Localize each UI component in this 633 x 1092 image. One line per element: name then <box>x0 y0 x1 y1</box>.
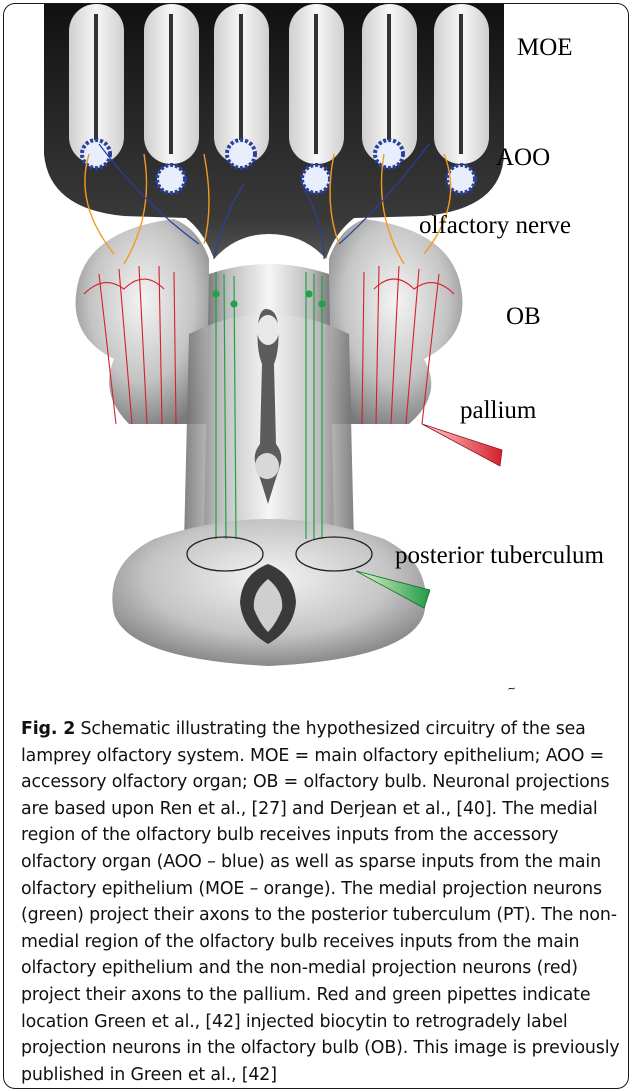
label-aoo: AOO <box>496 145 550 170</box>
label-posterior-tuberculum: posterior tuberculum <box>395 543 604 568</box>
figure-caption-text: Schematic illustrating the hypothesized … <box>21 719 620 1085</box>
artist-signature: ~ <box>506 682 517 696</box>
red-pipette <box>422 424 502 466</box>
figure-frame: MOE AOO olfactory nerve OB pallium poste… <box>3 3 629 1089</box>
label-pallium: pallium <box>460 398 536 423</box>
aoo-follicle <box>157 165 185 193</box>
aoo-follicle <box>227 140 255 168</box>
figure-caption: Fig. 2 Schematic illustrating the hypoth… <box>21 716 621 1088</box>
label-moe: MOE <box>517 35 573 60</box>
aoo-follicle <box>375 140 403 168</box>
label-ob: OB <box>506 304 541 329</box>
olfactory-schematic: MOE AOO olfactory nerve OB pallium poste… <box>4 4 628 700</box>
label-olfactory-nerve: olfactory nerve <box>419 213 571 238</box>
aoo-follicle <box>302 165 330 193</box>
figure-caption-label: Fig. 2 <box>21 719 75 739</box>
